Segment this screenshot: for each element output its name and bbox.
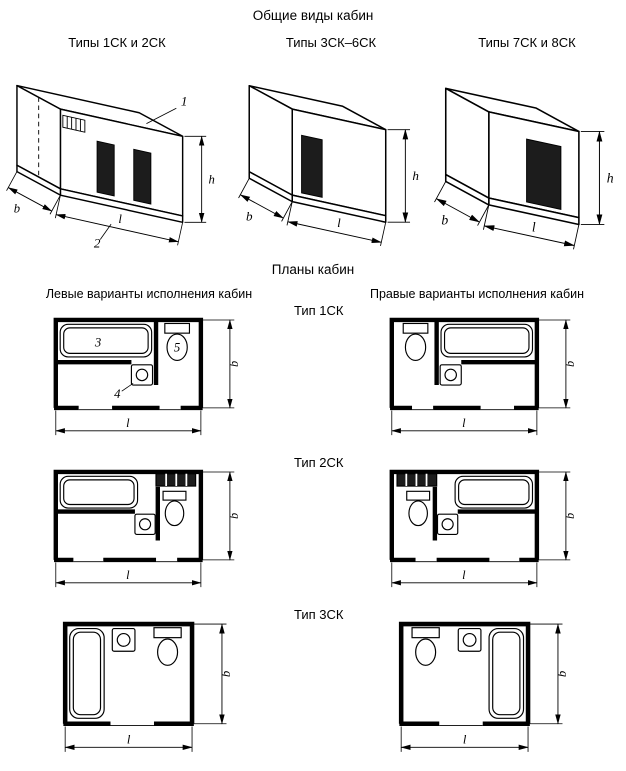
cabin-plan <box>63 624 194 726</box>
door-opening-1 <box>96 140 115 197</box>
dim-label-l: l <box>127 733 131 747</box>
iso-figure-label: Типы 3СК–6СК <box>285 35 377 50</box>
h-extension-lines <box>184 135 207 223</box>
cabin-plan-mirrored <box>390 320 539 410</box>
cabin-plan-mirrored <box>390 472 539 562</box>
plan-cell-right: b l <box>340 311 626 445</box>
callout-1-leader <box>146 107 177 124</box>
plan-cell-left: b l <box>4 615 294 760</box>
dim-label-b: b <box>555 671 569 677</box>
dim-label-l: l <box>118 212 122 226</box>
plan-cell-right: b l <box>340 615 626 760</box>
iso-figure-1sk-2sk: Типы 1СК и 2СК h <box>6 35 228 254</box>
callout-4-leader <box>121 382 134 392</box>
h-extension-lines <box>580 131 605 225</box>
l-dimension-line <box>55 213 179 243</box>
dim-label-b: b <box>227 361 241 367</box>
dim-label-l: l <box>462 568 466 582</box>
plan-cell-left: b l <box>4 463 294 597</box>
plan-row-1sk: 3 4 5 b l Тип 1СК b l <box>4 303 622 445</box>
callout-5: 5 <box>174 341 180 355</box>
callout-1: 1 <box>181 94 188 109</box>
type-label-2sk: Тип 2СК <box>294 455 344 470</box>
dim-label-b: b <box>219 671 233 677</box>
cabin-plan <box>54 472 203 562</box>
b-dimension-line <box>435 198 480 223</box>
dim-label-l: l <box>126 416 130 430</box>
plan-cell-right: b l <box>340 463 626 597</box>
callout-4: 4 <box>114 387 121 401</box>
iso-drawing-3sk-6sk: h b l <box>237 84 419 247</box>
plan-1sk-right: b l <box>383 311 577 445</box>
door-opening-2 <box>133 148 152 205</box>
dim-label-b: b <box>227 513 241 519</box>
dim-label-l: l <box>532 219 536 234</box>
dim-label-l: l <box>463 733 467 747</box>
callout-2: 2 <box>94 236 101 251</box>
iso-figure-label: Типы 7СК и 8СК <box>478 35 576 50</box>
plan-row-2sk: b l Тип 2СК b l <box>4 455 622 597</box>
iso-figure-7sk-8sk: Типы 7СК и 8СК h b l <box>434 35 620 254</box>
callout-2-leader <box>99 223 112 240</box>
plan-3sk-right: b l <box>392 615 569 760</box>
page-title: Общие виды кабин <box>252 8 374 23</box>
dim-label-b: b <box>245 208 252 223</box>
iso-figure-3sk-6sk: Типы 3СК–6СК h b l <box>237 35 425 254</box>
left-variants-header: Левые варианты исполнения кабин <box>45 287 253 301</box>
b-dimension-line <box>7 187 53 212</box>
dim-label-b: b <box>563 513 577 519</box>
type-label-3sk: Тип 3СК <box>294 607 344 622</box>
callout-3: 3 <box>94 335 101 349</box>
vent-grille <box>62 114 86 133</box>
l-dimension-line <box>286 221 382 243</box>
b-dimension-line <box>239 194 284 219</box>
door-opening <box>300 134 323 198</box>
variant-headers: Левые варианты исполнения кабин Правые в… <box>4 287 622 301</box>
plan-2sk-right: b l <box>383 463 577 597</box>
base-end <box>247 170 293 203</box>
plans-section-title: Планы кабин <box>271 262 355 277</box>
h-extension-lines <box>387 129 410 223</box>
right-variants-header: Правые варианты исполнения кабин <box>369 287 585 301</box>
type-label-1sk: Тип 1СК <box>294 303 344 318</box>
cabin-plan <box>54 320 203 410</box>
door-opening <box>526 138 562 211</box>
l-dimension-line <box>483 225 575 247</box>
cabin-plan-mirrored <box>399 624 530 726</box>
plan-1sk-left: 3 4 5 b l <box>47 311 241 445</box>
plan-cell-left: 3 4 5 b l <box>4 311 294 445</box>
plan-3sk-left: b l <box>56 615 233 760</box>
iso-drawing-7sk-8sk: h b l <box>434 87 614 250</box>
plan-2sk-left: b l <box>47 463 241 597</box>
dim-label-b: b <box>14 201 20 215</box>
dim-label-b: b <box>563 361 577 367</box>
iso-figure-label: Типы 1СК и 2СК <box>68 35 166 50</box>
iso-drawing-1sk-2sk: h b l 1 2 <box>6 84 215 251</box>
dim-label-b: b <box>441 212 448 227</box>
variant-headers-spacer <box>294 287 332 301</box>
dim-label-h: h <box>412 168 419 183</box>
dim-label-h: h <box>607 170 614 185</box>
plan-row-3sk: b l Тип 3СК b l <box>4 607 622 760</box>
dim-label-h: h <box>208 172 214 186</box>
dim-label-l: l <box>126 568 130 582</box>
dim-label-l: l <box>337 215 341 230</box>
general-views-row: Типы 1СК и 2СК h <box>4 35 622 254</box>
dim-label-l: l <box>462 416 466 430</box>
